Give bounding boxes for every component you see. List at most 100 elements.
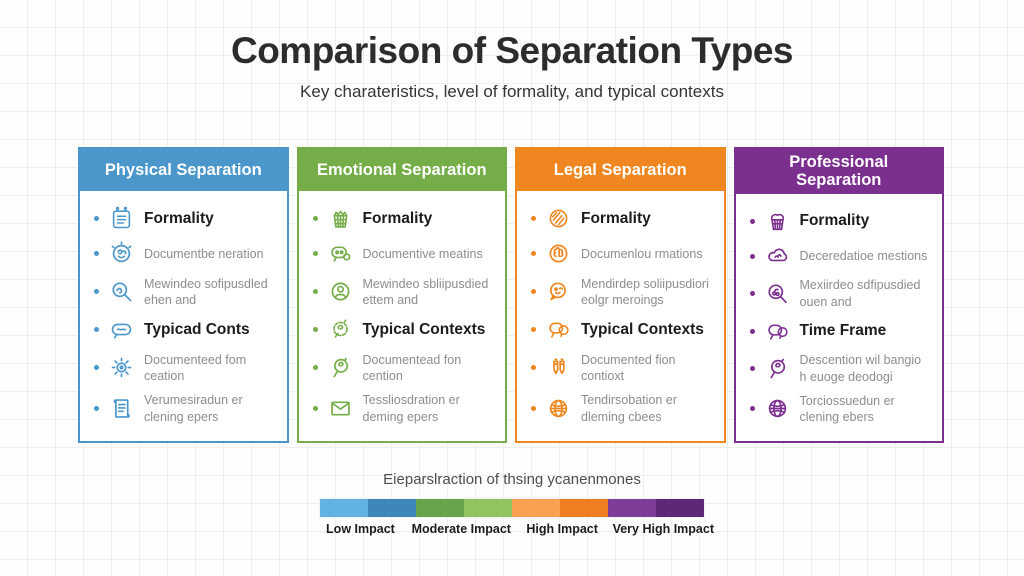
list-item: Mendirdep soliipusdiori eolgr meroings [531, 276, 712, 309]
item-label: Typicad Conts [144, 320, 250, 338]
card-header: Professional Separation [735, 149, 942, 194]
bullet-dot [749, 218, 755, 224]
item-label: Torciossuedun er clening ebers [799, 393, 895, 424]
bullet-dot [312, 289, 318, 295]
double-chat-icon [545, 316, 572, 343]
user-circle-icon [327, 278, 354, 305]
item-label: Typical Contexts [362, 320, 486, 338]
bullet-dot [531, 216, 536, 222]
bullet-dot [749, 291, 755, 297]
item-label: Documenteed fom ceation [144, 352, 247, 383]
list-item: Torciossuedun er clening ebers [749, 393, 931, 426]
item-label: Formality [144, 209, 214, 227]
item-label: Formality [799, 212, 870, 230]
item-label: Documentead fon cention [362, 352, 462, 383]
card-body: Formality Documentbe neration Mewindeo s… [80, 191, 287, 441]
leaf-pin-icon [764, 355, 791, 382]
search-icon [108, 278, 135, 305]
item-label: Verumesiradun er clening epers [144, 393, 243, 424]
bullet-dot [94, 216, 99, 222]
list-item: Typical Contexts [531, 316, 712, 343]
bullet-dot [312, 216, 318, 222]
bullet-dot [94, 251, 99, 257]
bullet-dot [749, 328, 755, 334]
impact-gradient-segment [560, 499, 608, 517]
page-subtitle: Key charateristics, level of formality, … [300, 82, 724, 101]
card-title: Emotional Separation [316, 160, 487, 179]
card-header: Legal Separation [517, 149, 724, 191]
item-label: Documenlou rmations [581, 246, 703, 261]
item-label: Deceredatioe mestions [799, 248, 928, 263]
list-item: Mewindeo sofipusdled ehen and [94, 276, 275, 309]
impact-gradient-segment [416, 499, 464, 517]
list-item: Formality [312, 205, 494, 232]
scroll-icon [108, 395, 135, 422]
list-item: Formality [531, 205, 712, 232]
card-body: Formality Deceredatioe mestions Mexiirde… [736, 194, 943, 441]
item-label: Tessliosdration er deming epers [362, 393, 460, 424]
item-label: Mewindeo sofipusdled ehen and [144, 276, 268, 307]
card-header: Physical Separation [80, 149, 287, 191]
card-body: Formality Documenlou rmations Mendirdep … [517, 191, 724, 441]
impact-gradient-segment [656, 499, 704, 517]
list-item: Tessliosdration er deming epers [312, 392, 494, 425]
item-label: Time Frame [799, 321, 887, 339]
globe-icon [545, 395, 572, 422]
leaf-pin-icon [327, 354, 354, 381]
list-item: Tendirsobation er dleming cbees [531, 392, 712, 425]
item-label: Mewindeo sbliipusdied ettem and [362, 276, 489, 307]
impact-gradient-segment [512, 499, 560, 517]
pens-icon [545, 354, 572, 381]
chat-face-icon [545, 278, 572, 305]
card-physical-separation: Physical Separation Formality Documentbe… [78, 147, 289, 443]
item-label: Documentbe neration [144, 246, 264, 261]
flower-swirl-icon [327, 316, 354, 343]
bullet-dot [531, 406, 536, 412]
page-header: Comparison of Separation Types Key chara… [0, 30, 1024, 102]
impact-legend-label: Moderate Impact [411, 522, 511, 536]
card-professional-separation: Professional Separation Formality Decere… [733, 147, 944, 443]
list-item: Descention wil bangio h euoge deodogi [749, 352, 931, 385]
cupcake-icon [764, 208, 791, 235]
item-label: Typical Contexts [581, 320, 704, 338]
item-label: Formality [581, 209, 651, 227]
card-emotional-separation: Emotional Separation Formality Documenti… [296, 147, 507, 443]
impact-gradient-segment [464, 499, 512, 517]
notepad-icon [108, 205, 135, 232]
card-header: Emotional Separation [298, 149, 505, 191]
impact-gradient-bar [320, 499, 704, 517]
list-item: Documentbe neration [94, 240, 275, 267]
card-title: Physical Separation [104, 160, 262, 179]
bullet-dot [312, 406, 318, 412]
bullet-dot [749, 366, 755, 372]
list-item: Documented fion contioxt [531, 352, 712, 385]
impact-gradient-segment [320, 499, 368, 517]
bullet-dot [94, 327, 99, 333]
impact-gradient-segment [608, 499, 656, 517]
item-label: Mendirdep soliipusdiori eolgr meroings [581, 276, 709, 307]
doodle-face-icon [108, 240, 135, 267]
list-item: Documentead fon cention [312, 352, 494, 385]
bullet-dot [749, 253, 755, 259]
double-chat-icon [764, 318, 791, 345]
bullet-dot [312, 327, 318, 333]
gear-icon [108, 354, 135, 381]
list-item: Deceredatioe mestions [749, 243, 931, 270]
bullet-dot [531, 327, 536, 333]
list-item: Formality [94, 205, 275, 232]
bullet-dot [531, 365, 536, 371]
item-label: Documented fion contioxt [581, 352, 676, 383]
impact-legend-label: Very High Impact [612, 522, 715, 536]
bullet-dot [531, 289, 536, 295]
legend-title: Eieparslraction of thsing ycanenmones [383, 471, 641, 488]
bullet-dot [749, 406, 755, 412]
list-item: Typicad Conts [94, 316, 275, 343]
brain-circle-icon [545, 240, 572, 267]
item-label: Descention wil bangio h euoge deodogi [799, 353, 922, 384]
list-item: Documenteed fom ceation [94, 352, 275, 385]
mail-icon [327, 395, 354, 422]
item-label: Tendirsobation er dleming cbees [581, 393, 677, 424]
search-cherries-icon [764, 280, 791, 307]
item-label: Formality [362, 209, 433, 227]
bullet-dot [94, 365, 99, 371]
